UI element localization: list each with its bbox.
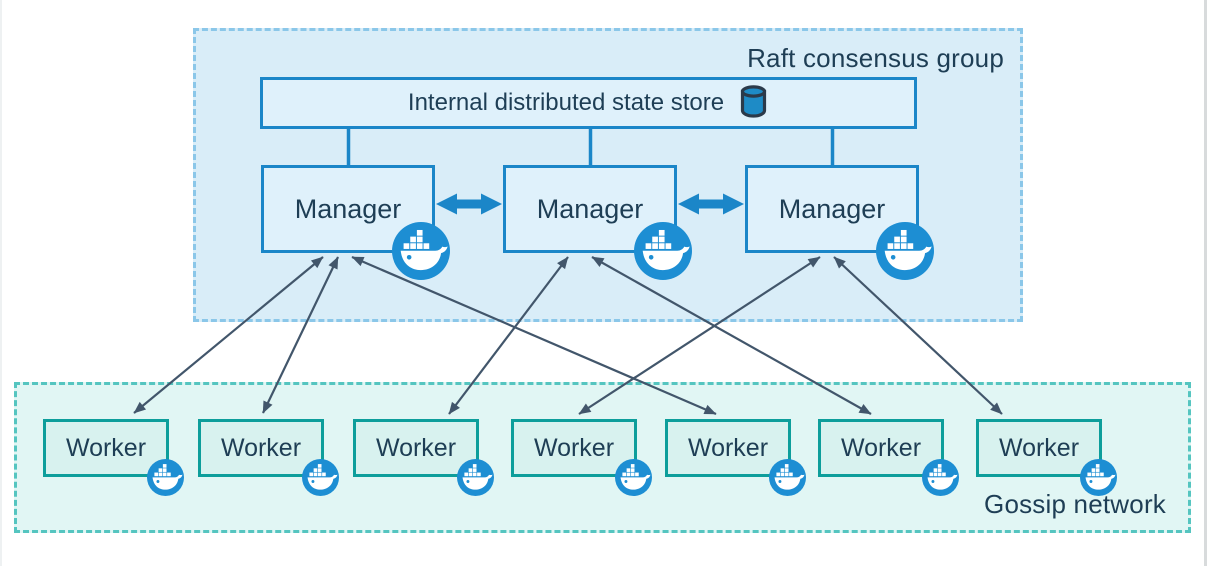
docker-whale-icon xyxy=(921,458,959,496)
database-icon xyxy=(738,83,769,124)
raft-group-label: Raft consensus group xyxy=(747,43,1004,73)
worker-1-label: Worker xyxy=(65,433,147,462)
docker-whale-icon xyxy=(456,458,494,496)
worker-2-label: Worker xyxy=(220,433,302,462)
state-store-label: Internal distributed state store xyxy=(407,89,725,116)
worker-7-label: Worker xyxy=(998,433,1080,462)
manager-1-label: Manager xyxy=(294,193,402,224)
manager-3-label: Manager xyxy=(778,193,886,224)
docker-whale-icon xyxy=(301,458,339,496)
state-store-box: Internal distributed state store xyxy=(260,77,917,129)
docker-whale-icon xyxy=(614,458,652,496)
gossip-network-label: Gossip network xyxy=(984,489,1166,519)
worker-4-label: Worker xyxy=(533,433,615,462)
screenshot-right-edge xyxy=(1204,0,1207,566)
docker-whale-icon xyxy=(1079,458,1117,496)
worker-4-box: Worker xyxy=(511,419,637,477)
worker-3-box: Worker xyxy=(353,419,479,477)
worker-6-box: Worker xyxy=(818,419,944,477)
worker-6-label: Worker xyxy=(840,433,922,462)
docker-whale-icon xyxy=(146,458,184,496)
manager-2-label: Manager xyxy=(536,193,644,224)
docker-whale-icon xyxy=(876,222,934,280)
docker-whale-icon xyxy=(768,458,806,496)
worker-2-box: Worker xyxy=(198,419,324,477)
worker-7-box: Worker xyxy=(976,419,1102,477)
worker-5-label: Worker xyxy=(687,433,769,462)
screenshot-left-edge xyxy=(0,0,2,566)
worker-1-box: Worker xyxy=(43,419,169,477)
docker-whale-icon xyxy=(392,222,450,280)
docker-whale-icon xyxy=(634,222,692,280)
worker-5-box: Worker xyxy=(665,419,791,477)
worker-3-label: Worker xyxy=(375,433,457,462)
